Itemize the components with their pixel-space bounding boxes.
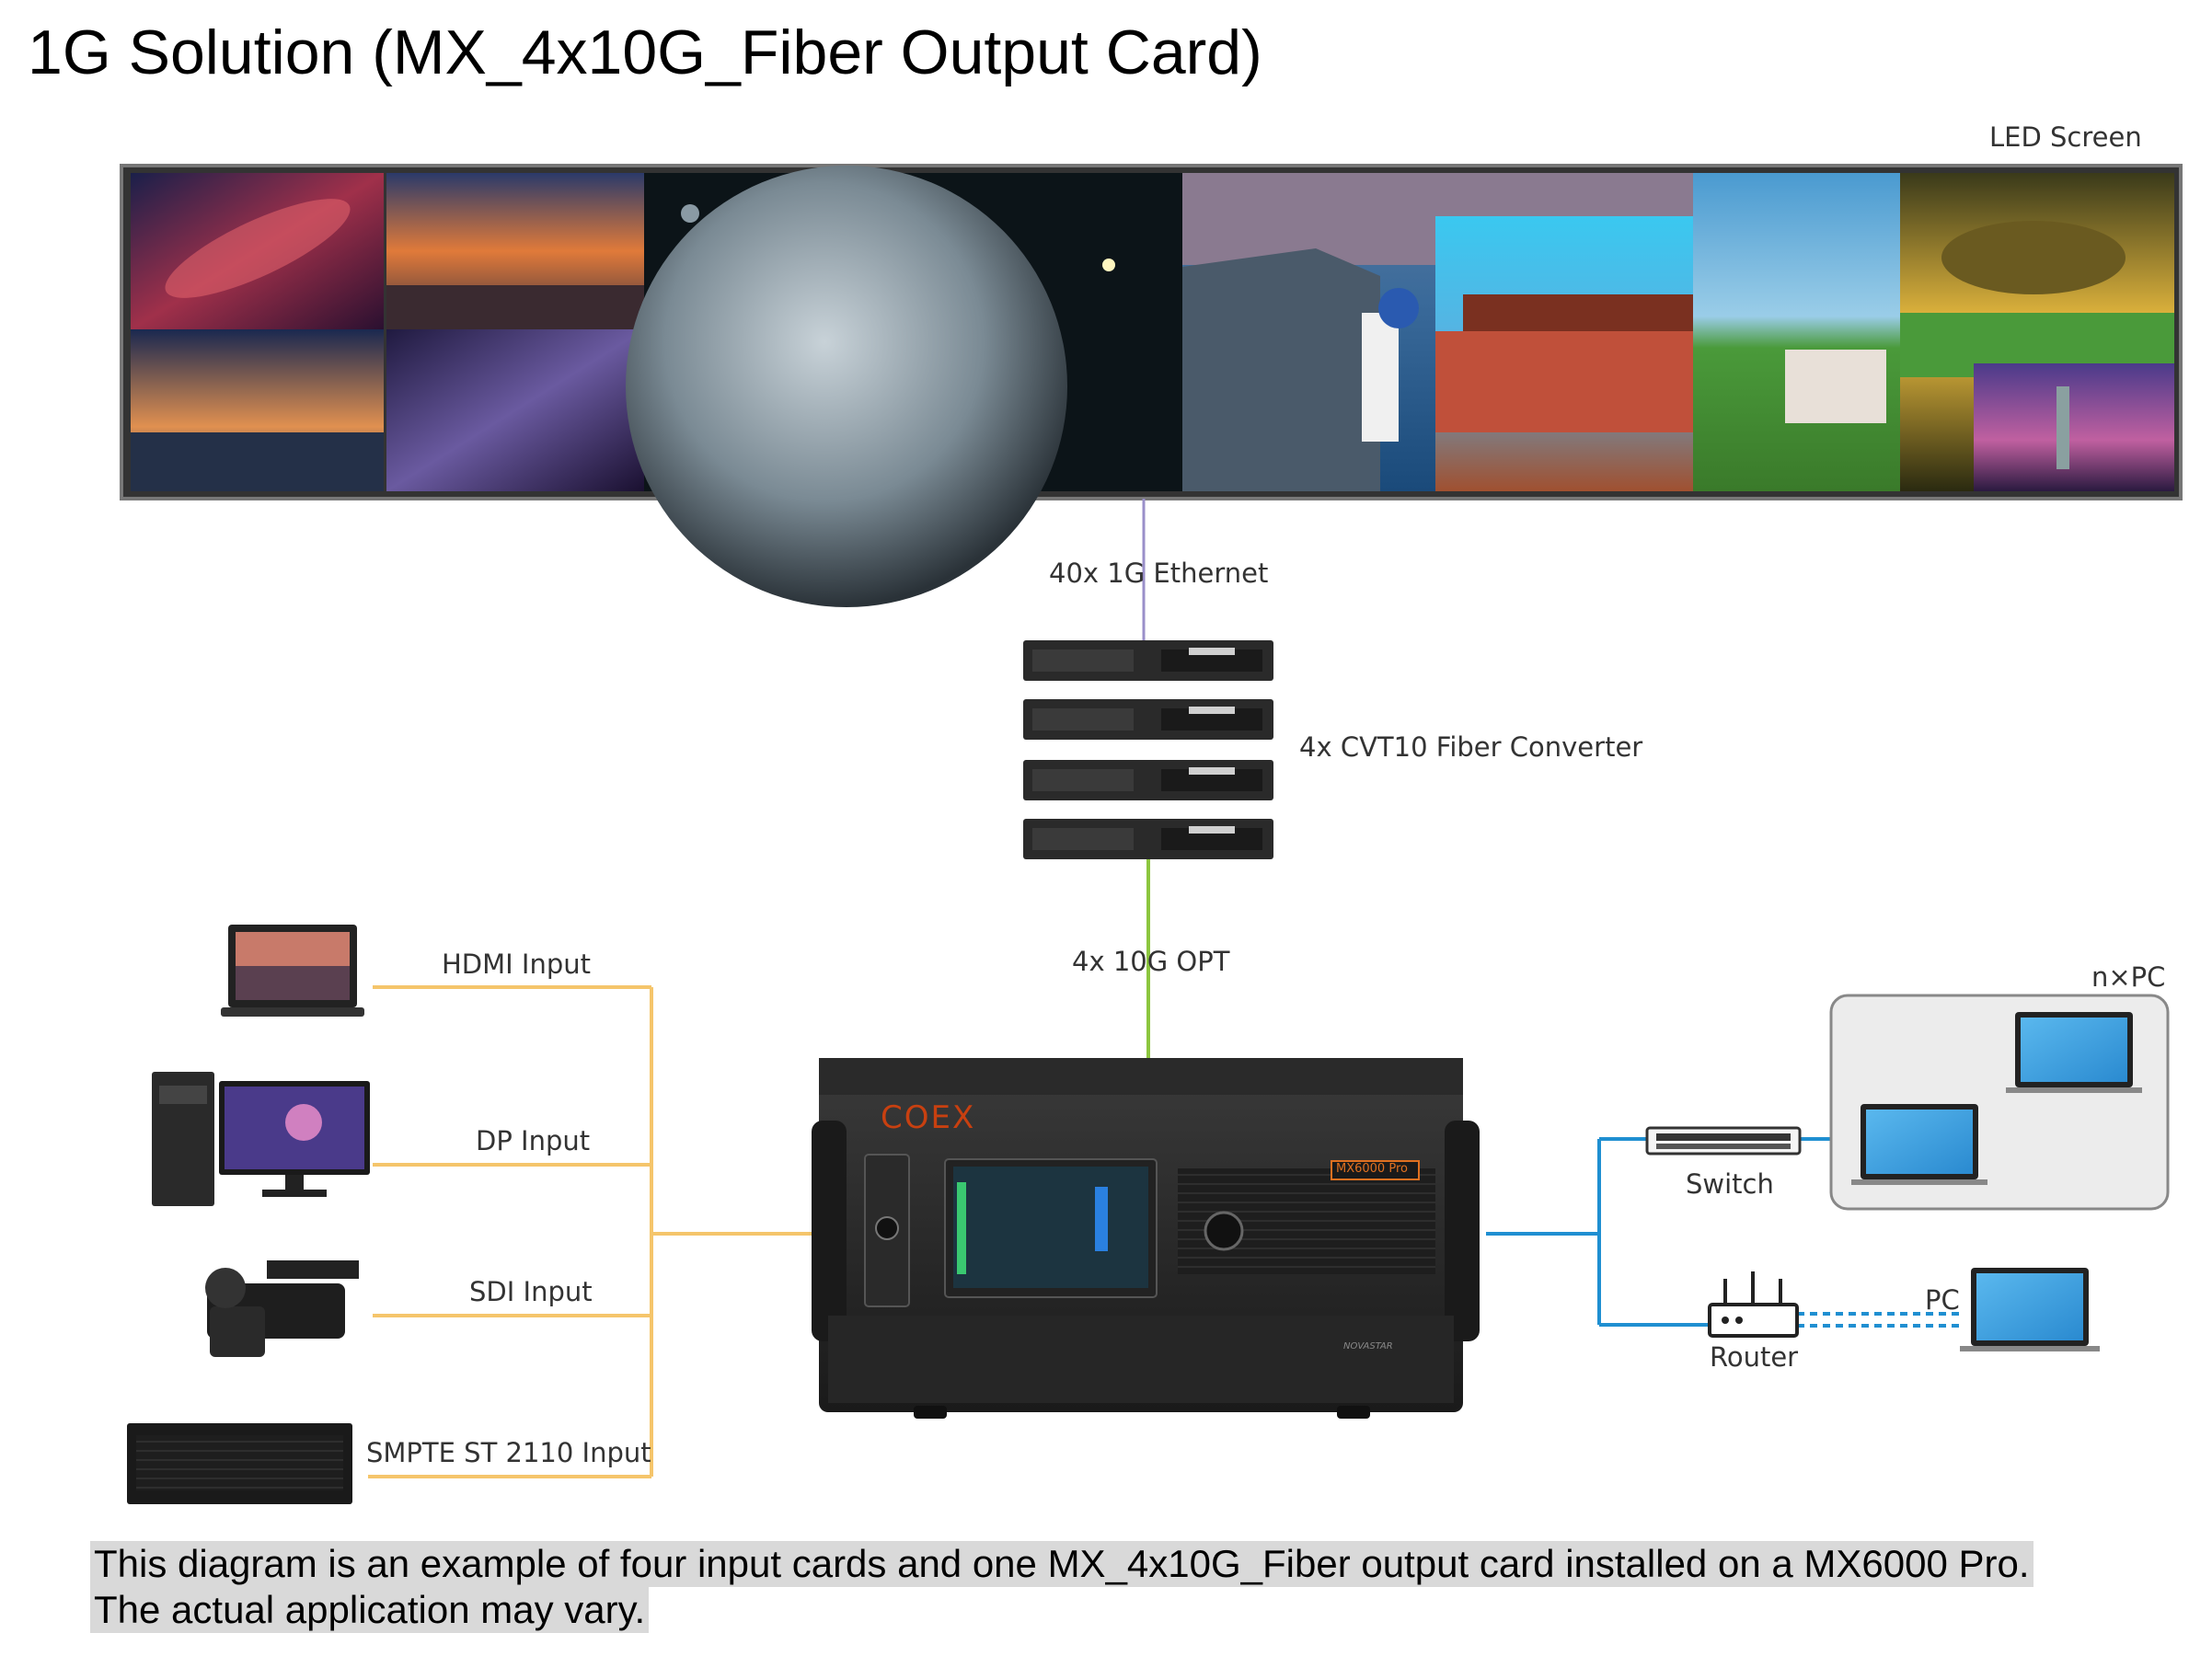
network-lines [1486,1137,1962,1328]
router-icon [1708,1271,1799,1338]
switch-label: Switch [1686,1168,1774,1200]
converter-unit [1023,699,1273,740]
desktop-pc-icon [152,1072,370,1206]
opt-label: 4x 10G OPT [1072,946,1230,977]
converter-unit [1023,640,1273,681]
caption-line-2: The actual application may vary. [90,1587,650,1633]
device-brand-logo: COEX [881,1099,976,1136]
fiber-converters [1023,640,1273,859]
device-model-label: MX6000 Pro [1336,1162,1408,1176]
switch-icon [1645,1126,1802,1156]
camera-icon [205,1260,359,1357]
sdi-input-label: SDI Input [469,1276,593,1307]
dp-input-label: DP Input [476,1125,591,1156]
input-lines [368,985,819,1478]
converter-label: 4x CVT10 Fiber Converter [1299,731,1643,763]
connection-lines [368,499,1962,1478]
router-label: Router [1710,1341,1799,1373]
laptop-icon [2006,1012,2142,1093]
converter-unit [1023,819,1273,859]
smpte-device-icon [127,1423,352,1504]
pc-label: PC [1925,1284,1960,1316]
led-screen-label: LED Screen [1989,121,2142,153]
ethernet-label: 40x 1G Ethernet [1049,558,1269,589]
page-title: 1G Solution (MX_4x10G_Fiber Output Card) [28,17,1262,87]
npc-label: n×PC [2091,961,2166,993]
converter-unit [1023,760,1273,800]
device-maker-label: NOVASTAR [1343,1341,1393,1351]
pc-laptop-icon [1960,1268,2100,1351]
laptop-icon [221,925,364,1017]
smpte-input-label: SMPTE ST 2110 Input [366,1437,651,1468]
npc-group [1829,994,2170,1211]
hdmi-input-label: HDMI Input [442,949,592,980]
laptop-icon [1851,1104,1987,1185]
mx6000-pro-device [812,1058,1480,1419]
caption-line-1: This diagram is an example of four input… [90,1541,2033,1587]
led-screen [120,164,2183,607]
